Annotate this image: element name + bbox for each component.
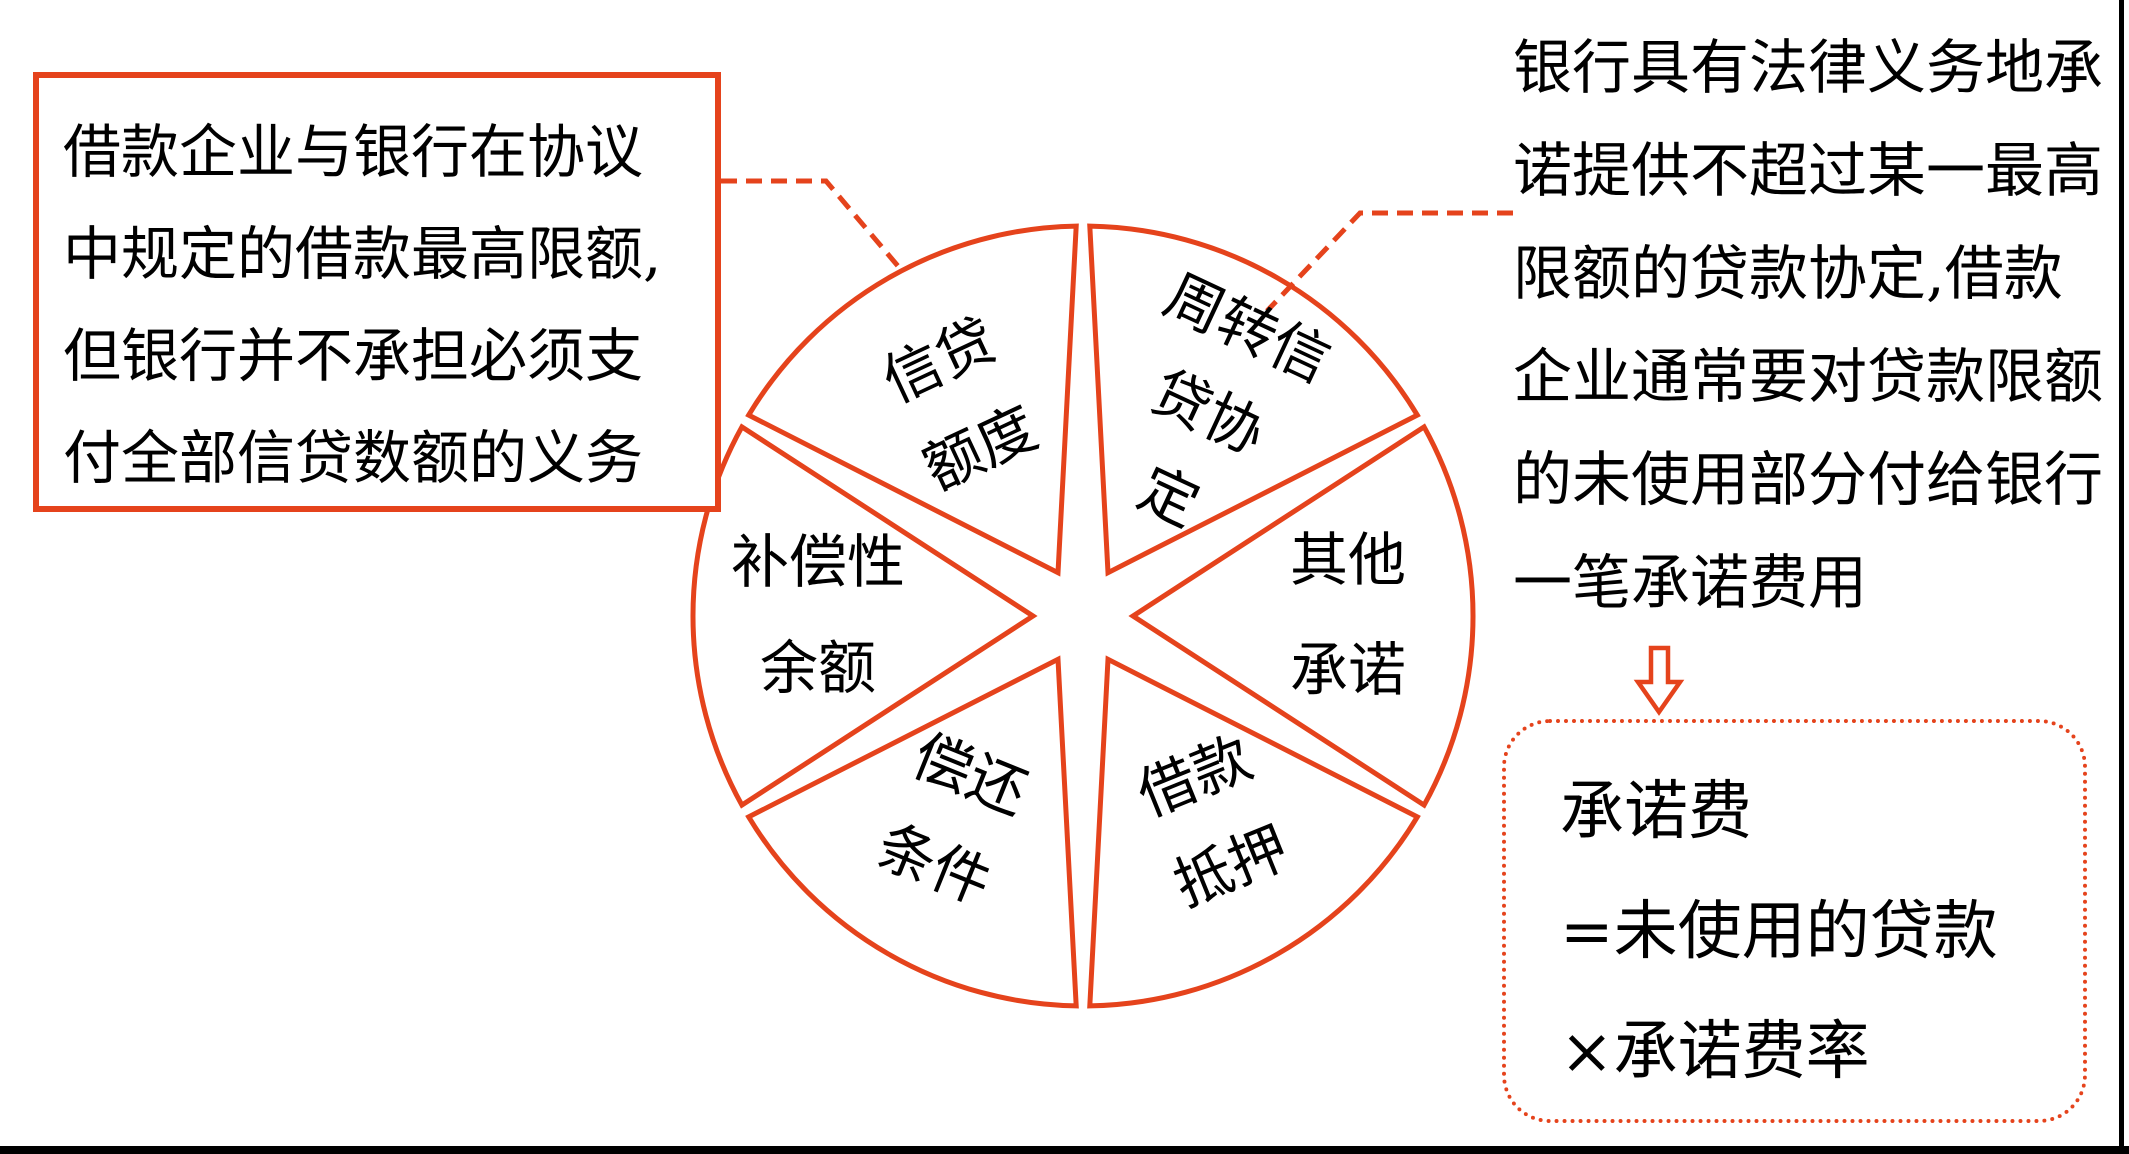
text-line: 的未使用部分付给银行 (1513, 445, 2104, 514)
down-arrow-icon (1633, 645, 1685, 716)
pie-slice-other-commitments (1128, 423, 1476, 809)
pie-slice-collateral (1087, 655, 1421, 1009)
text-line: 限额的贷款协定,借款 (1513, 239, 2063, 308)
definition-box-credit-line: 借款企业与银行在协议 中规定的借款最高限额, 但银行并不承担必须支 付全部信贷数… (33, 72, 721, 512)
pie-slice-compensating-balance (690, 423, 1038, 809)
text-line: 但银行并不承担必须支 (63, 322, 644, 390)
pie-slice-repayment-terms (745, 655, 1079, 1009)
text-line: 余额 (759, 634, 877, 702)
pie-label-compensating-balance: 补偿性 余额 (731, 509, 905, 721)
text-line: 一笔承诺费用 (1513, 548, 1868, 617)
connector-revolving-credit (1265, 210, 1513, 313)
text-line: 中规定的借款最高限额, (63, 220, 662, 288)
pie-wheel (690, 223, 1476, 1009)
frame-right-line (2119, 0, 2124, 1154)
note-revolving-credit: 银行具有法律义务地承 诺提供不超过某一最高 限额的贷款协定,借款 企业通常要对贷… (1513, 16, 2125, 634)
text-line: 补偿性 (730, 528, 906, 596)
definition-box-text: 借款企业与银行在协议 中规定的借款最高限额, 但银行并不承担必须支 付全部信贷数… (39, 78, 715, 509)
text-line: 银行具有法律义务地承 (1513, 33, 2104, 102)
pie-slice-revolving-credit (1087, 223, 1421, 577)
text-line: 承诺费 (1560, 775, 1752, 849)
formula-box-commitment-fee: 承诺费 =未使用的贷款 ×承诺费率 (1502, 719, 2087, 1123)
text-line: 其他 (1289, 526, 1407, 594)
connector-credit-line (721, 178, 905, 274)
pie-slice-credit-line (745, 223, 1079, 577)
text-line: 诺提供不超过某一最高 (1513, 136, 2104, 205)
formula-text: 承诺费 =未使用的贷款 ×承诺费率 (1506, 723, 2083, 1112)
pie-label-other-commitments: 其他 承诺 (1290, 505, 1406, 725)
text-line: 承诺 (1289, 636, 1407, 704)
text-line: 借款企业与银行在协议 (63, 118, 644, 186)
text-line: 企业通常要对贷款限额 (1513, 342, 2104, 411)
text-line: 付全部信贷数额的义务 (63, 424, 644, 492)
text-line: ×承诺费率 (1560, 1015, 1870, 1089)
frame-bottom-line (0, 1146, 2129, 1154)
text-line: =未使用的贷款 (1560, 895, 1998, 969)
